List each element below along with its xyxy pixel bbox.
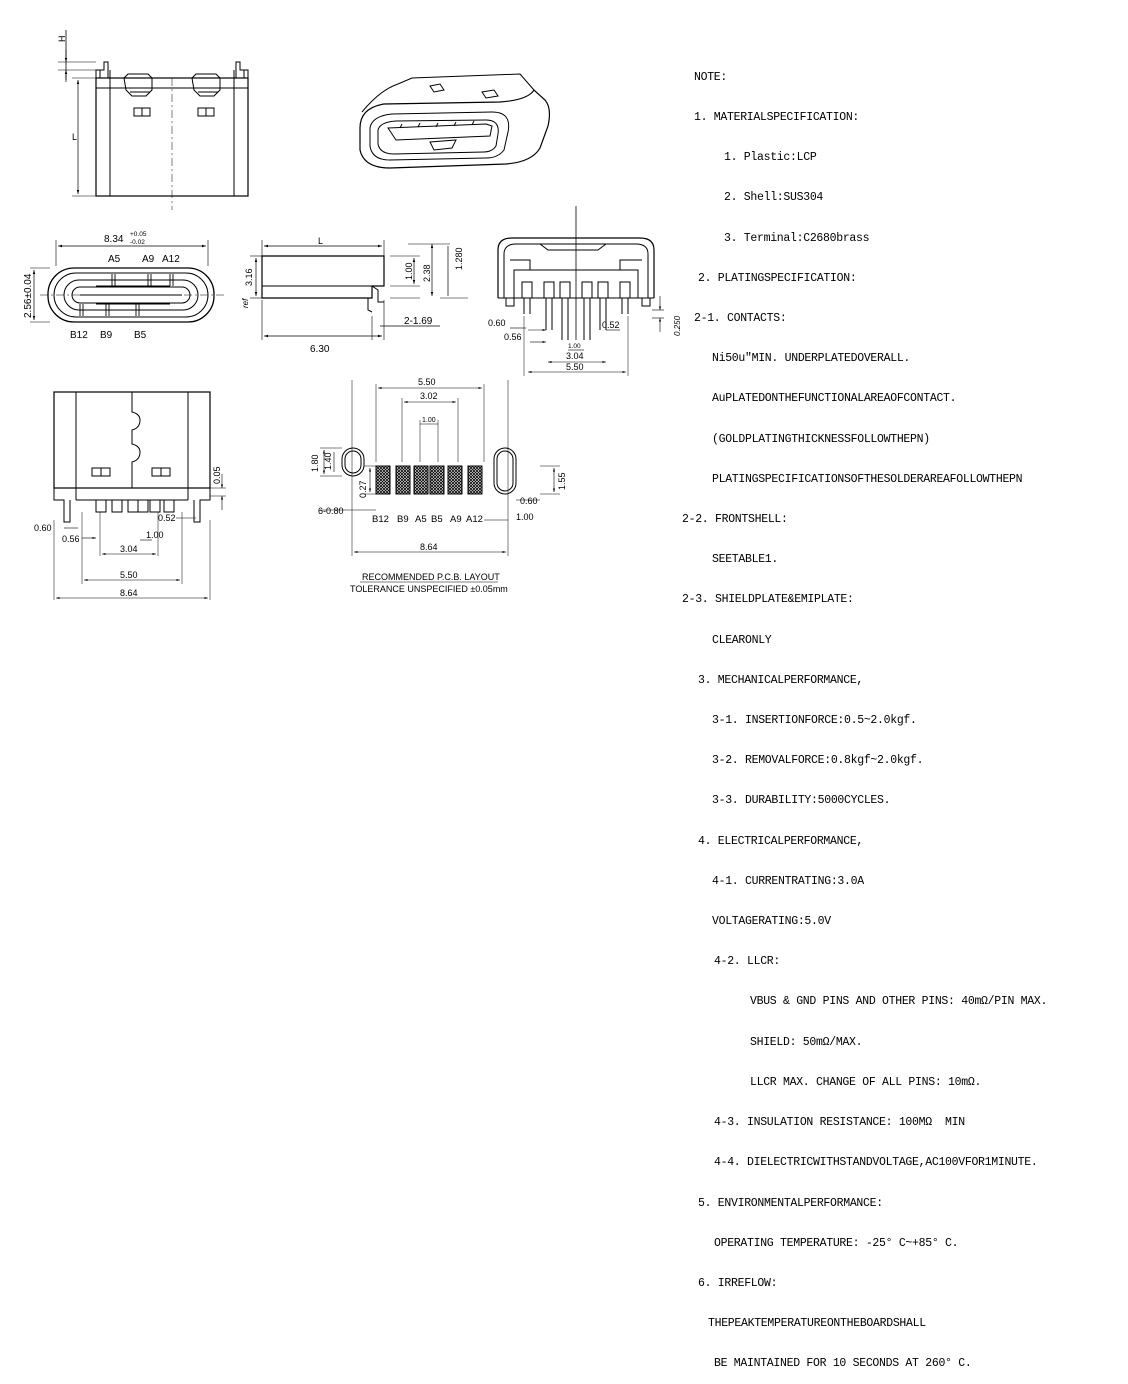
notes-heading: NOTE: <box>694 70 728 84</box>
note-line: SEETABLE1. <box>712 553 779 567</box>
front-width-tol-lower: -0.02 <box>130 239 145 246</box>
front-pin-a12: A12 <box>162 254 180 265</box>
front-view <box>30 240 224 323</box>
pcb-dim-6-0-80: 6-0.80 <box>318 506 344 516</box>
note-line: SHIELD: 50mΩ/MAX. <box>750 1035 863 1049</box>
note-line: VBUS & GND PINS AND OTHER PINS: 40mΩ/PIN… <box>750 995 1048 1009</box>
note-line: 6. IRREFLOW: <box>698 1276 778 1290</box>
rear-dim-1-00: 1.00 <box>568 343 581 350</box>
bottom-dim-0-60: 0.60 <box>34 523 52 533</box>
pcb-dim-1-40: 1.40 <box>323 452 333 470</box>
technical-drawing: H L 8.34 +0.05 -0.02 2.56±0.04 A5 A9 A12… <box>23 30 682 600</box>
note-line: 2. PLATINGSPECIFICATION: <box>698 271 857 285</box>
side-dim-2-1-69: 2-1.69 <box>404 316 433 327</box>
front-height-dim: 2.56±0.04 <box>23 273 34 318</box>
side-dim-ref: ref <box>241 298 250 308</box>
rear-dim-0-52: 0.52 <box>602 320 620 330</box>
bottom-dim-5-50: 5.50 <box>120 570 138 580</box>
rear-dim-0-250: 0.250 <box>673 315 682 336</box>
top-view-l-label: L <box>72 132 77 142</box>
notes-panel: NOTE: 1. MATERIALSPECIFICATION: 1. Plast… <box>680 44 1120 1384</box>
note-line: 2-2. FRONTSHELL: <box>682 513 788 527</box>
pcb-dim-8-64: 8.64 <box>420 542 438 552</box>
pcb-pin-a12: A12 <box>466 514 483 525</box>
pcb-layout-title: RECOMMENDED P.C.B. LAYOUT <box>362 572 500 582</box>
note-line: 2-1. CONTACTS: <box>694 312 787 326</box>
side-length-dim: L <box>318 236 323 246</box>
side-dim-2-38: 2.38 <box>422 264 432 282</box>
pcb-pin-b5: B5 <box>431 514 443 525</box>
pcb-dim-1-80: 1.80 <box>310 454 320 472</box>
side-dim-1-280: 1.280 <box>454 247 464 270</box>
pcb-dim-0-60: 0.60 <box>520 496 538 506</box>
pcb-pin-a5: A5 <box>415 514 427 525</box>
note-line: AuPLATEDONTHEFUNCTIONALAREAOFCONTACT. <box>712 392 957 406</box>
note-line: 2. Shell:SUS304 <box>724 191 824 205</box>
note-line: 4-3. INSULATION RESISTANCE: 100MΩ MIN <box>714 1116 965 1130</box>
note-line: VOLTAGERATING:5.0V <box>712 915 831 929</box>
side-dim-1-00: 1.00 <box>404 262 414 280</box>
note-line: 1. MATERIALSPECIFICATION: <box>694 111 860 125</box>
note-line: THEPEAKTEMPERATUREONTHEBOARDSHALL <box>708 1317 926 1331</box>
note-line: CLEARONLY <box>712 633 772 647</box>
note-line: 5. ENVIRONMENTALPERFORMANCE: <box>698 1196 883 1210</box>
rear-view <box>497 206 664 376</box>
pcb-layout <box>320 380 560 583</box>
rear-dim-0-60: 0.60 <box>488 318 506 328</box>
note-line: 4-1. CURRENTRATING:3.0A <box>712 874 864 888</box>
top-view <box>58 30 249 210</box>
front-width-tol-upper: +0.05 <box>130 231 147 238</box>
pcb-dim-5-50: 5.50 <box>418 377 436 387</box>
note-line: OPERATING TEMPERATURE: -25° C~+85° C. <box>714 1236 959 1250</box>
rear-dim-0-56: 0.56 <box>504 332 522 342</box>
front-pin-a5: A5 <box>108 254 121 265</box>
bottom-view <box>53 391 226 600</box>
pcb-dim-1-00: 1.00 <box>422 417 436 424</box>
isometric-view <box>359 73 551 169</box>
pcb-tolerance: TOLERANCE UNSPECIFIED ±0.05mm <box>350 584 508 594</box>
side-dim-6-30: 6.30 <box>310 344 330 355</box>
note-line: 3-2. REMOVALFORCE:0.8kgf~2.0kgf. <box>712 754 924 768</box>
front-pin-b5: B5 <box>134 330 147 341</box>
pcb-dim-1-55: 1.55 <box>557 472 567 490</box>
note-line: 2-3. SHIELDPLATE&EMIPLATE: <box>682 593 854 607</box>
note-line: BE MAINTAINED FOR 10 SECONDS AT 260° C. <box>714 1357 972 1371</box>
note-line: 3-1. INSERTIONFORCE:0.5~2.0kgf. <box>712 714 917 728</box>
bottom-dim-8-64: 8.64 <box>120 588 138 598</box>
note-line: PLATINGSPECIFICATIONSOFTHESOLDERAREAFOLL… <box>712 472 1023 486</box>
note-line: 1. Plastic:LCP <box>724 151 817 165</box>
side-view <box>250 240 468 340</box>
note-line: Ni50u"MIN. UNDERPLATEDOVERALL. <box>712 352 911 366</box>
note-line: (GOLDPLATINGTHICKNESSFOLLOWTHEPN) <box>712 432 930 446</box>
note-line: LLCR MAX. CHANGE OF ALL PINS: 10mΩ. <box>750 1075 982 1089</box>
note-line: 4-4. DIELECTRICWITHSTANDVOLTAGE,AC100VFO… <box>714 1156 1038 1170</box>
bottom-dim-3-04: 3.04 <box>120 544 138 554</box>
note-line: 4. ELECTRICALPERFORMANCE, <box>698 834 864 848</box>
front-pin-a9: A9 <box>142 254 155 265</box>
note-line: 3. Terminal:C2680brass <box>724 231 870 245</box>
pcb-pin-b12: B12 <box>372 514 389 525</box>
pcb-dim-1-00b: 1.00 <box>516 512 534 522</box>
bottom-dim-0-52: 0.52 <box>158 513 176 523</box>
note-line: 3. MECHANICALPERFORMANCE, <box>698 673 864 687</box>
pcb-pin-b9: B9 <box>397 514 409 525</box>
top-view-h-label: H <box>57 36 67 43</box>
pcb-dim-0-27: 0.27 <box>358 480 368 498</box>
side-dim-3-16: 3.16 <box>244 268 254 286</box>
rear-dim-5-50: 5.50 <box>566 362 584 372</box>
bottom-dim-0-56: 0.56 <box>62 534 80 544</box>
bottom-dim-1-00: 1.00 <box>146 530 164 540</box>
bottom-dim-0-05: 0.05 <box>212 466 222 484</box>
rear-dim-3-04: 3.04 <box>566 351 584 361</box>
note-line: 4-2. LLCR: <box>714 955 781 969</box>
front-width-dim: 8.34 <box>104 234 124 245</box>
pcb-dim-3-02: 3.02 <box>420 391 438 401</box>
front-pin-b9: B9 <box>100 330 113 341</box>
front-pin-b12: B12 <box>70 330 88 341</box>
note-line: 3-3. DURABILITY:5000CYCLES. <box>712 794 891 808</box>
pcb-pin-a9: A9 <box>450 514 462 525</box>
